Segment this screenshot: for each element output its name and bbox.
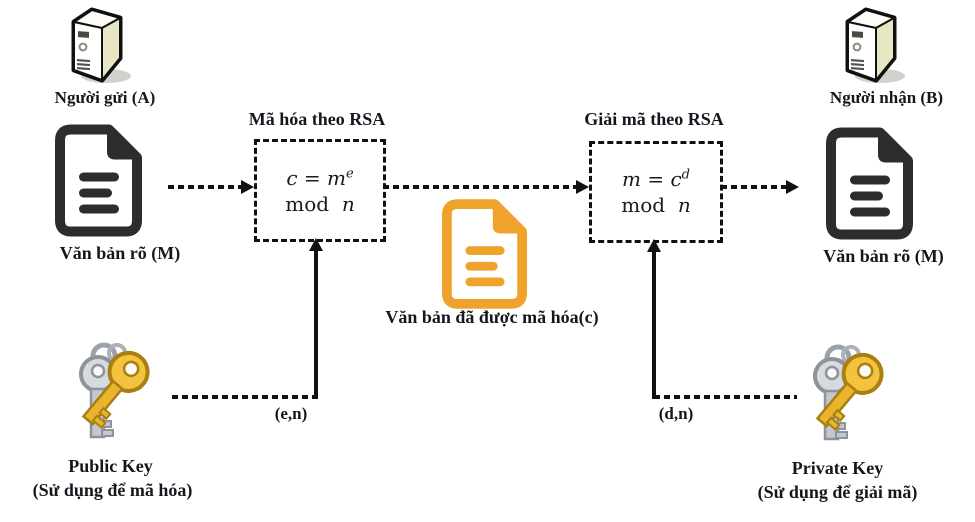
plaintext-result-label: Văn bản rõ (M) xyxy=(823,246,944,266)
line-private-key-horizontal xyxy=(654,395,797,399)
arrowhead-right-icon xyxy=(786,180,799,194)
ciphertext-label: Văn bản đã được mã hóa(c) xyxy=(385,307,599,327)
encrypt-title: Mã hóa theo RSA xyxy=(248,109,386,129)
arrow-private-key-to-decrypt xyxy=(652,251,656,399)
receiver-server-icon xyxy=(845,7,905,83)
arrow-encrypt-to-decrypt xyxy=(383,185,576,189)
arrow-plaintext-to-encrypt xyxy=(168,185,241,189)
rsa-decrypt-box: m = cd mod n xyxy=(589,141,723,243)
encrypt-formula: c = me mod n xyxy=(285,165,355,216)
arrowhead-up-icon xyxy=(647,239,661,252)
arrow-decrypt-to-plaintext xyxy=(721,185,786,189)
sender-server-icon xyxy=(71,7,131,83)
plaintext-result-document-icon xyxy=(826,127,913,240)
decrypt-formula: m = cd mod n xyxy=(621,167,691,217)
public-key-label: Public Key xyxy=(68,456,153,476)
private-key-usage-label: (Sử dụng để giải mã) xyxy=(757,482,918,502)
ciphertext-document-icon xyxy=(442,199,528,309)
public-key-params-label: (e,n) xyxy=(274,404,308,423)
arrowhead-up-icon xyxy=(309,238,323,251)
rsa-encrypt-box: c = me mod n xyxy=(254,139,386,242)
private-keys-icon xyxy=(813,344,884,441)
line-public-key-horizontal xyxy=(172,395,318,399)
public-key-usage-label: (Sử dụng để mã hóa) xyxy=(32,480,193,500)
receiver-label: Người nhận (B) xyxy=(829,88,944,107)
arrowhead-right-icon xyxy=(576,180,589,194)
arrow-public-key-to-encrypt xyxy=(314,250,318,399)
arrowhead-right-icon xyxy=(241,180,254,194)
plaintext-source-label: Văn bản rõ (M) xyxy=(59,243,181,263)
public-keys-icon xyxy=(79,342,150,439)
private-key-label: Private Key xyxy=(791,458,884,478)
plaintext-source-document-icon xyxy=(55,124,142,237)
decrypt-title: Giải mã theo RSA xyxy=(584,109,724,129)
sender-label: Người gửi (A) xyxy=(54,88,156,107)
private-key-params-label: (d,n) xyxy=(658,404,694,423)
